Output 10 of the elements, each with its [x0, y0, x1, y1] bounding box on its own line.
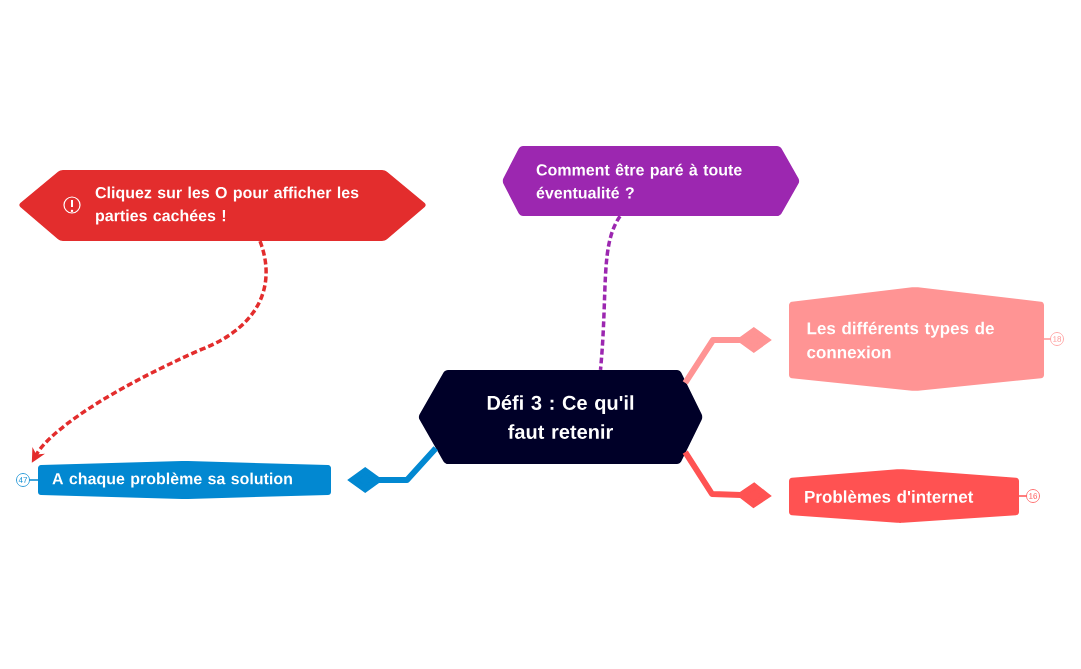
callout-hexagon: Cliquez sur les O pour afficher les parties cachées !	[19, 170, 426, 241]
badge-number: 47	[16, 473, 39, 487]
topic-box: Problèmes d'internet	[789, 469, 1019, 523]
badge-number: 18	[1043, 332, 1064, 346]
topic-box: Les différents types de connexion	[789, 287, 1044, 391]
badge-number: 16	[1018, 489, 1040, 503]
dashed-line	[598, 215, 622, 370]
callout-hexagon: Comment être paré à toute éventualité ?	[502, 146, 800, 216]
topic-box: A chaque problème sa solution	[38, 461, 331, 499]
central-topic-hexagon: Défi 3 : Ce qu'il faut retenir	[418, 370, 703, 464]
